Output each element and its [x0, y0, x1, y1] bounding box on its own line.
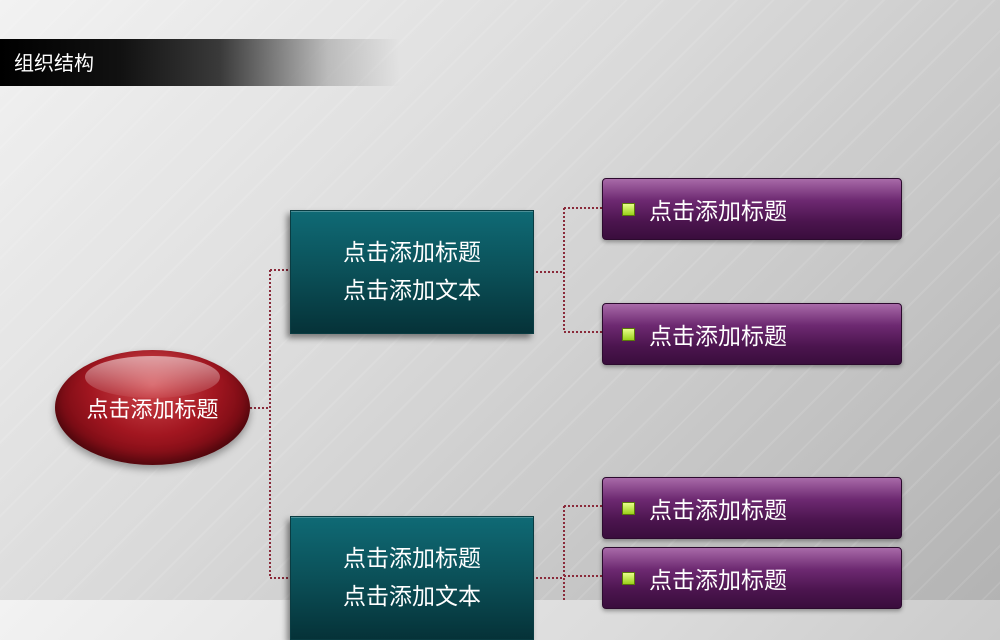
- branch-1-leaf-connector: [532, 207, 602, 333]
- leaf-node[interactable]: 点击添加标题: [602, 303, 902, 365]
- connector-lines: [250, 207, 602, 600]
- leaf-node-label: 点击添加标题: [649, 568, 787, 594]
- leaf-node[interactable]: 点击添加标题: [602, 178, 902, 240]
- root-node[interactable]: 点击添加标题: [55, 350, 250, 465]
- branch-node-title: 点击添加标题: [343, 240, 481, 266]
- leaf-node-label: 点击添加标题: [649, 324, 787, 350]
- branch-node[interactable]: 点击添加标题 点击添加文本: [290, 516, 534, 640]
- square-bullet-icon: [622, 327, 635, 341]
- branch-node-text: 点击添加文本: [343, 278, 481, 304]
- square-bullet-icon: [622, 501, 635, 515]
- branch-node-text: 点击添加文本: [343, 584, 481, 610]
- square-bullet-icon: [622, 202, 635, 216]
- title-bar: 组织结构: [0, 39, 400, 86]
- branch-2-leaf-connector: [532, 505, 602, 600]
- branch-node[interactable]: 点击添加标题 点击添加文本: [290, 210, 534, 334]
- root-node-label: 点击添加标题: [86, 397, 219, 423]
- page-title: 组织结构: [14, 51, 94, 75]
- square-bullet-icon: [622, 571, 635, 585]
- leaf-node[interactable]: 点击添加标题: [602, 547, 902, 609]
- branch-node-title: 点击添加标题: [343, 546, 481, 572]
- leaf-node[interactable]: 点击添加标题: [602, 477, 902, 539]
- leaf-node-label: 点击添加标题: [649, 498, 787, 524]
- leaf-node-label: 点击添加标题: [649, 199, 787, 225]
